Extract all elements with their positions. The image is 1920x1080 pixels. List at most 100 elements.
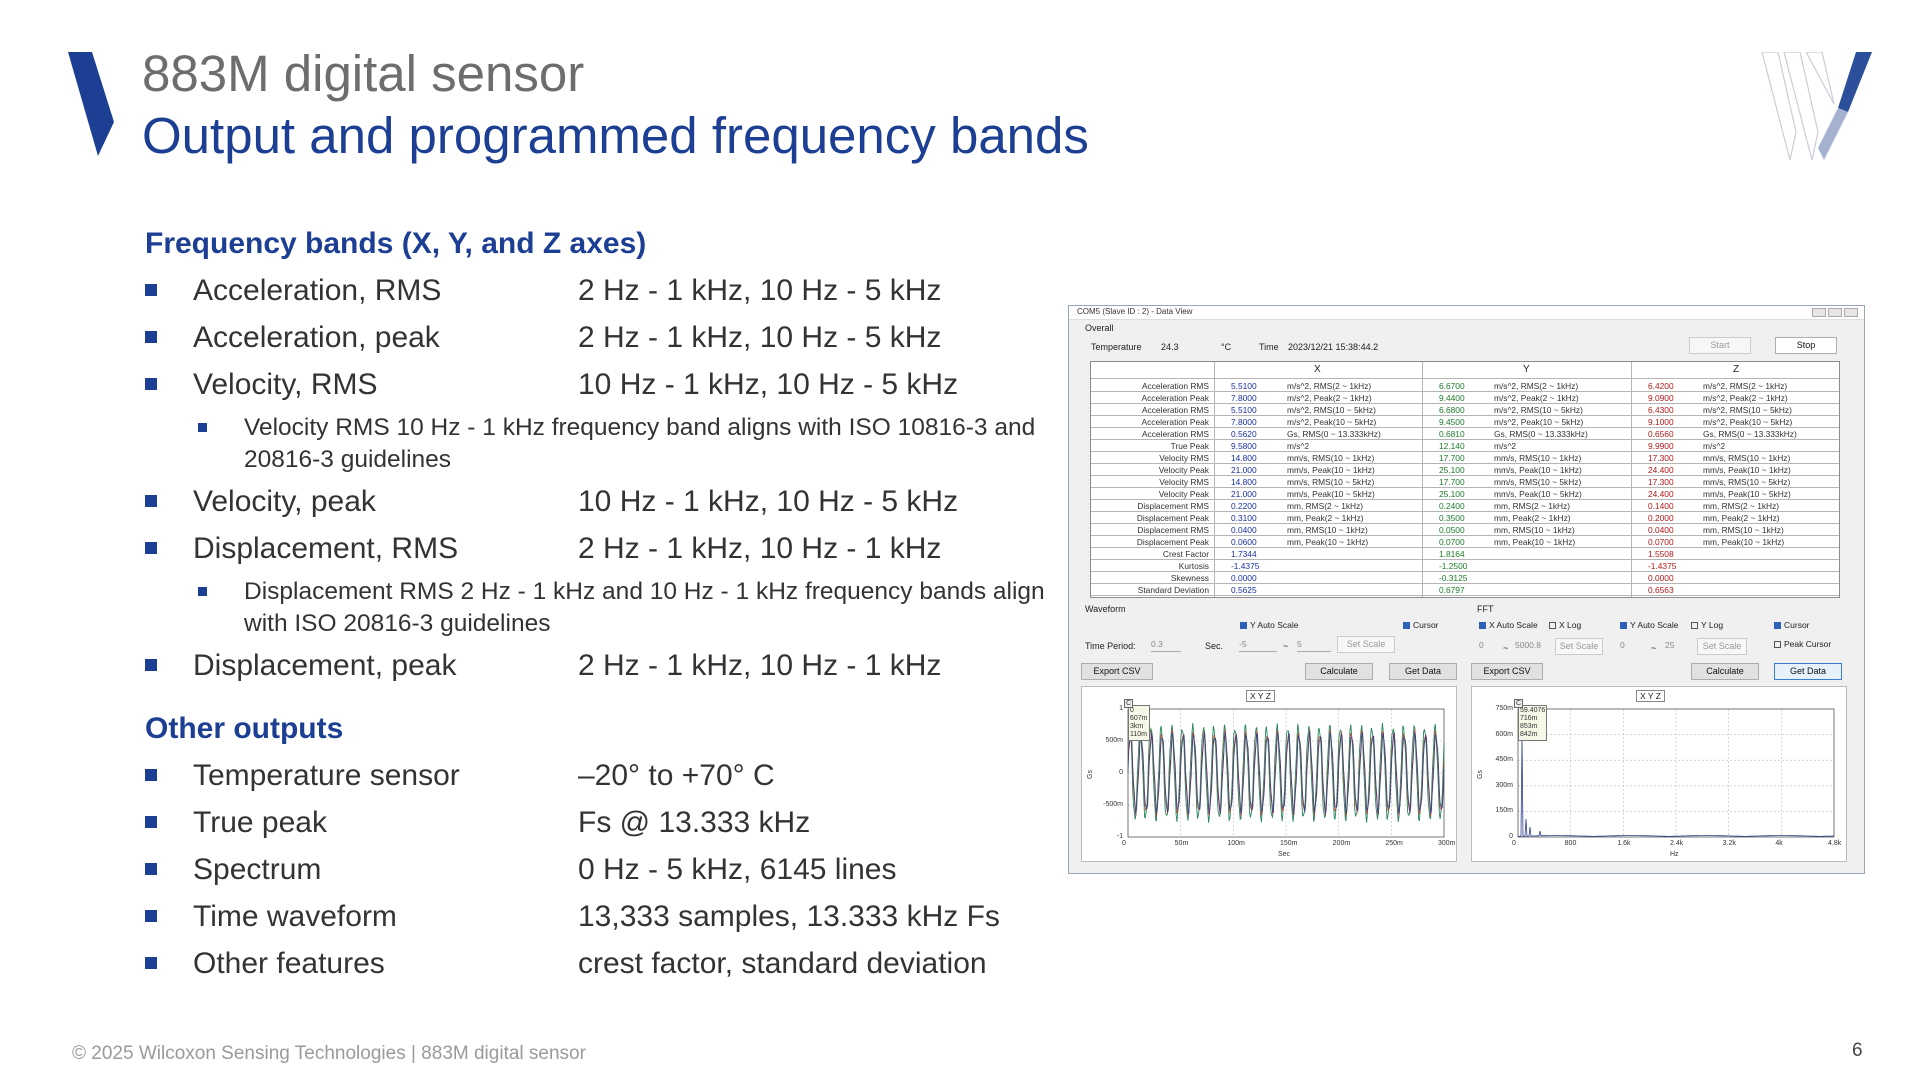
cell-z: 0.2000 [1648,513,1674,523]
fft-cursor-marker[interactable]: C [1514,699,1524,708]
stop-button[interactable]: Stop [1775,337,1837,354]
waveform-y-auto-scale-checkbox[interactable]: Y Auto Scale [1240,620,1299,630]
fft-cursor-checkbox[interactable]: Cursor [1774,620,1810,630]
fft-set-scale-y-button[interactable]: Set Scale [1697,638,1747,655]
fft-y-max-input[interactable]: 25 [1665,640,1675,650]
cell-zu: mm/s, Peak(10 ~ 5kHz) [1703,489,1791,499]
waveform-x-axis-label: Sec [1278,851,1291,858]
waveform-legend[interactable]: X Y Z [1246,690,1275,702]
cell-zu: m/s^2 [1703,441,1726,451]
cell-z: 6.4300 [1648,405,1674,415]
fft-peak-cursor-checkbox[interactable]: Peak Cursor [1774,639,1831,649]
table-row: Kurtosis-1.4375-1.2500-1.4375 [1091,560,1839,572]
cell-y: 25.100 [1439,465,1465,475]
fft-x-log-checkbox[interactable]: X Log [1549,620,1581,630]
bullet-square-icon [145,863,157,875]
fft-y-min-input[interactable]: 0 [1620,640,1625,650]
cell-xu: mm/s, Peak(10 ~ 1kHz) [1287,465,1375,475]
cell-y: -0.3125 [1439,573,1468,583]
waveform-y-axis-label: Gs [1086,770,1094,779]
cell-y: 0.6810 [1439,429,1465,439]
row-name: Displacement Peak [1136,537,1209,547]
maximize-button[interactable] [1828,308,1842,317]
bullet-square-icon [145,378,157,390]
y-tick-label: 750m [1495,705,1513,712]
band-value: 2 Hz - 1 kHz, 10 Hz - 5 kHz [578,321,942,354]
waveform-range-min-input[interactable]: -5 [1239,639,1277,652]
fft-calculate-button[interactable]: Calculate [1691,663,1759,680]
waveform-cursor-marker[interactable]: C [1124,699,1134,708]
cell-yu: m/s^2 [1494,441,1517,451]
cell-z: 9.0900 [1648,393,1674,403]
cell-x: 9.5800 [1231,441,1257,451]
row-name: Velocity Peak [1158,465,1209,475]
waveform-cursor-line: 607m [1130,715,1148,722]
cell-x: 0.0400 [1231,525,1257,535]
cell-z: 0.6560 [1648,429,1674,439]
fft-group-label: FFT [1477,604,1494,614]
output-value: –20° to +70° C [578,759,775,792]
waveform-get-data-button[interactable]: Get Data [1389,663,1457,680]
cell-y: 17.700 [1439,477,1465,487]
sub-bullet-square-icon [198,423,207,432]
cell-y: 17.700 [1439,453,1465,463]
fft-y-log-label: Y Log [1701,620,1724,630]
fft-peak-cursor-label: Peak Cursor [1784,639,1832,649]
band-label: Velocity, peak [193,485,376,518]
fft-x-auto-scale-checkbox[interactable]: X Auto Scale [1479,620,1538,630]
fft-y-log-checkbox[interactable]: Y Log [1691,620,1723,630]
waveform-cursor-checkbox[interactable]: Cursor [1403,620,1439,630]
row-name: Acceleration RMS [1141,429,1209,439]
waveform-range-max-input[interactable]: 5 [1297,639,1331,652]
cell-x: 0.5620 [1231,429,1257,439]
y-tick-label: 450m [1495,756,1513,764]
fft-export-csv-button[interactable]: Export CSV [1471,663,1543,680]
column-header-x: X [1314,364,1321,375]
start-button[interactable]: Start [1689,337,1751,354]
output-value: Fs @ 13.333 kHz [578,806,811,839]
fft-cursor-line: 853m [1520,723,1538,730]
close-button[interactable] [1844,308,1858,317]
output-label: True peak [193,806,327,839]
waveform-cursor-box: 0 607m 3km 110m [1128,705,1150,741]
fft-x-max-input[interactable]: 5000.8 [1515,640,1541,650]
cell-z: 0.0700 [1648,537,1674,547]
waveform-calculate-button[interactable]: Calculate [1305,663,1373,680]
waveform-cursor-line: 0 [1130,707,1134,714]
output-label: Other features [193,947,385,980]
cell-yu: Gs, RMS(0 ~ 13.333kHz) [1494,429,1588,439]
cell-yu: mm, Peak(10 ~ 1kHz) [1494,537,1576,547]
fft-x-min-input[interactable]: 0 [1479,640,1484,650]
fft-get-data-button[interactable]: Get Data [1774,663,1842,680]
cell-zu: mm/s, RMS(10 ~ 1kHz) [1703,453,1791,463]
cell-xu: m/s^2, RMS(2 ~ 1kHz) [1287,381,1372,391]
x-tick-label: 0 [1122,840,1126,847]
fft-legend[interactable]: X Y Z [1636,690,1665,702]
cell-xu: mm, RMS(2 ~ 1kHz) [1287,501,1364,511]
cell-yu: mm/s, Peak(10 ~ 1kHz) [1494,465,1582,475]
cell-y: 12.140 [1439,441,1465,451]
cell-xu: mm, Peak(2 ~ 1kHz) [1287,513,1364,523]
fft-x-auto-scale-label: X Auto Scale [1489,620,1538,630]
waveform-export-csv-button[interactable]: Export CSV [1081,663,1153,680]
row-name: Acceleration Peak [1141,393,1209,403]
fft-plot[interactable]: X Y Z 59.4076 716m 853m 842m C Gs Hz 750… [1471,686,1847,862]
cell-y: 6.6800 [1439,405,1465,415]
cell-xu: mm, RMS(10 ~ 1kHz) [1287,525,1368,535]
cell-z: 1.5508 [1648,549,1674,559]
fft-x-range-tilde: ~ [1503,643,1509,653]
time-period-input[interactable]: 0.3 [1151,639,1181,652]
minimize-button[interactable] [1812,308,1826,317]
band-label: Velocity, RMS [193,368,378,401]
fft-set-scale-x-button[interactable]: Set Scale [1555,638,1603,655]
cell-z: 0.0400 [1648,525,1674,535]
fft-y-auto-scale-checkbox[interactable]: Y Auto Scale [1620,620,1679,630]
page-number: 6 [1852,1040,1863,1061]
waveform-set-scale-button[interactable]: Set Scale [1337,636,1395,653]
fft-y-axis-label: Gs [1476,770,1484,779]
